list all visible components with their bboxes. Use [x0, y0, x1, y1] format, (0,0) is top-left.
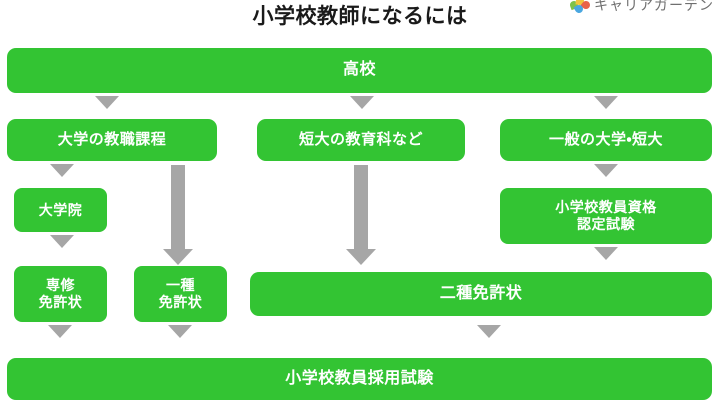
node-hiring-exam[interactable]: 小学校教員採用試験	[7, 358, 712, 400]
page-title: 小学校教師になるには	[252, 5, 468, 28]
edge-grad-school-to-license-senshu	[50, 235, 74, 248]
node-junior-college-ed[interactable]: 短大の教育科など	[257, 119, 465, 161]
node-highschool[interactable]: 高校	[7, 48, 712, 93]
edge-license-isshu-to-hiring-exam	[168, 325, 192, 338]
leaf-cluster-icon	[570, 0, 592, 15]
edge-highschool-to-junior-college-ed	[350, 96, 374, 109]
node-license-isshu[interactable]: 一種 免許状	[134, 266, 227, 322]
edge-junior-college-ed-to-license-nishu	[346, 165, 376, 265]
node-cert-exam[interactable]: 小学校教員資格 認定試験	[500, 188, 712, 244]
edge-cert-exam-to-license-nishu	[594, 247, 618, 260]
brand-logo[interactable]: キャリアガーデン	[570, 0, 714, 16]
node-license-nishu[interactable]: 二種免許状	[250, 272, 712, 316]
edge-license-senshu-to-hiring-exam	[48, 325, 72, 338]
edge-univ-teaching-to-grad-school	[50, 164, 74, 177]
edge-highschool-to-general-univ	[594, 96, 618, 109]
edge-general-univ-to-cert-exam	[594, 164, 618, 177]
edge-highschool-to-univ-teaching	[95, 96, 119, 109]
node-general-univ[interactable]: 一般の大学・短大	[500, 119, 712, 161]
brand-name: キャリアガーデン	[594, 0, 714, 13]
node-grad-school[interactable]: 大学院	[14, 188, 107, 232]
edge-univ-teaching-to-license-isshu	[163, 165, 193, 265]
node-license-senshu[interactable]: 専修 免許状	[14, 266, 107, 322]
edge-license-nishu-to-hiring-exam	[477, 325, 501, 338]
node-univ-teaching[interactable]: 大学の教職課程	[7, 119, 217, 161]
